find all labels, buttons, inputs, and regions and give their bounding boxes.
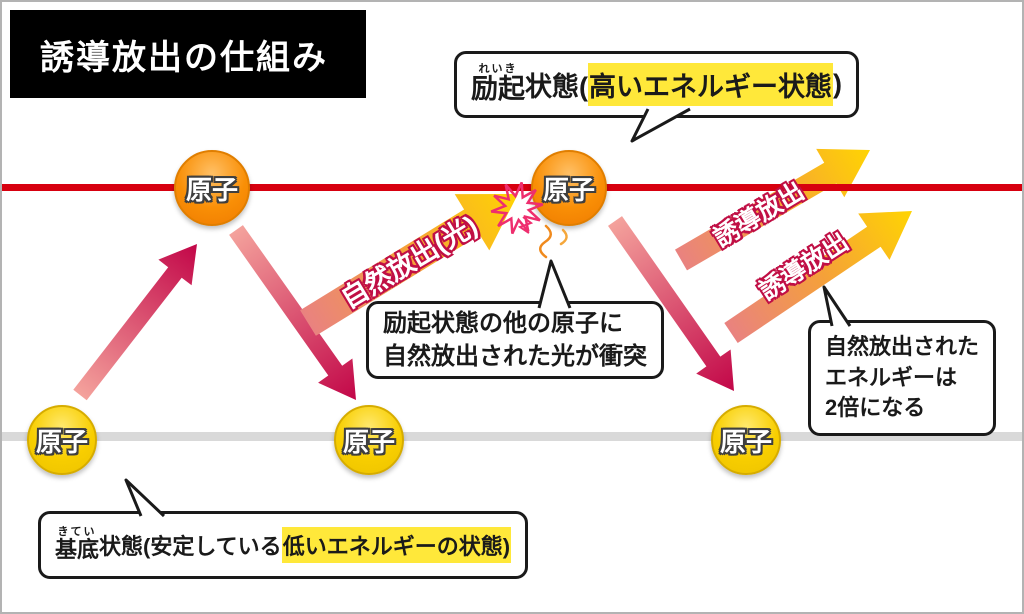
atom-label: 原子 bbox=[185, 174, 238, 205]
excited-level-line bbox=[2, 184, 1022, 191]
excited-text-pre: 状態( bbox=[525, 72, 588, 102]
ground-ruby-base: 基底 bbox=[55, 537, 100, 562]
arrow-pump-up bbox=[73, 244, 197, 401]
atom-label: 原子 bbox=[542, 174, 595, 205]
double-energy-bubble-tail bbox=[822, 285, 852, 327]
ground-atom-3: 原子 bbox=[711, 405, 781, 475]
excited-atom-1: 原子 bbox=[174, 150, 250, 226]
ground-atom-2: 原子 bbox=[334, 405, 404, 475]
atom-label: 原子 bbox=[719, 426, 772, 457]
arrow-stimulated-1 bbox=[675, 148, 870, 271]
ground-ruby: 基底きてい bbox=[55, 526, 99, 564]
atom-label: 原子 bbox=[35, 426, 88, 457]
excited-bubble-tail bbox=[630, 107, 691, 143]
excited-text-highlight: 高いエネルギー状態 bbox=[588, 63, 833, 106]
atom-label: 原子 bbox=[342, 426, 395, 457]
collision-bubble-tail bbox=[537, 259, 572, 309]
double-energy-line-2: エネルギーは bbox=[825, 364, 958, 390]
collision-line-1: 励起状態の他の原子に bbox=[383, 309, 623, 337]
ground-text-pre: 状態(安定している bbox=[99, 534, 282, 559]
collision-burst-icon bbox=[490, 181, 544, 235]
excited-text-post: ) bbox=[833, 69, 842, 99]
collision-bubble: 励起状態の他の原子に 自然放出された光が衝突 bbox=[366, 301, 664, 379]
excited-atom-2: 原子 bbox=[531, 150, 607, 226]
ground-state-bubble: 基底きてい状態(安定している低いエネルギーの状態) bbox=[38, 511, 529, 579]
ground-ruby-text: きてい bbox=[55, 526, 99, 538]
title-box: 誘導放出の仕組み bbox=[10, 10, 366, 98]
excited-ruby: 励起れいき bbox=[471, 63, 525, 106]
double-energy-line-3: 2倍になる bbox=[825, 395, 926, 421]
arrow-decay-2 bbox=[608, 216, 734, 391]
photon-squiggle-icon bbox=[539, 224, 552, 259]
double-energy-bubble: 自然放出された エネルギーは 2倍になる bbox=[808, 320, 997, 436]
excited-ruby-base: 励起 bbox=[471, 74, 525, 104]
ground-text-highlight: 低いエネルギーの状態) bbox=[281, 527, 512, 563]
arrow-decay-1 bbox=[229, 225, 356, 400]
excited-state-bubble: 励起れいき状態(高いエネルギー状態) bbox=[454, 51, 859, 118]
double-energy-line-1: 自然放出された bbox=[825, 334, 980, 360]
ground-atom-1: 原子 bbox=[27, 405, 97, 475]
ground-bubble-tail bbox=[124, 478, 166, 518]
excited-ruby-text: れいき bbox=[471, 63, 525, 75]
impact-zigzag-icon bbox=[517, 216, 534, 234]
page-title: 誘導放出の仕組み bbox=[40, 38, 328, 77]
ground-level-line bbox=[2, 432, 1022, 441]
arrow-spontaneous-emission bbox=[300, 194, 518, 336]
collision-line-2: 自然放出された光が衝突 bbox=[383, 343, 647, 370]
arrow-stimulated-2 bbox=[724, 211, 912, 343]
photon-squiggle-icon bbox=[559, 228, 568, 246]
